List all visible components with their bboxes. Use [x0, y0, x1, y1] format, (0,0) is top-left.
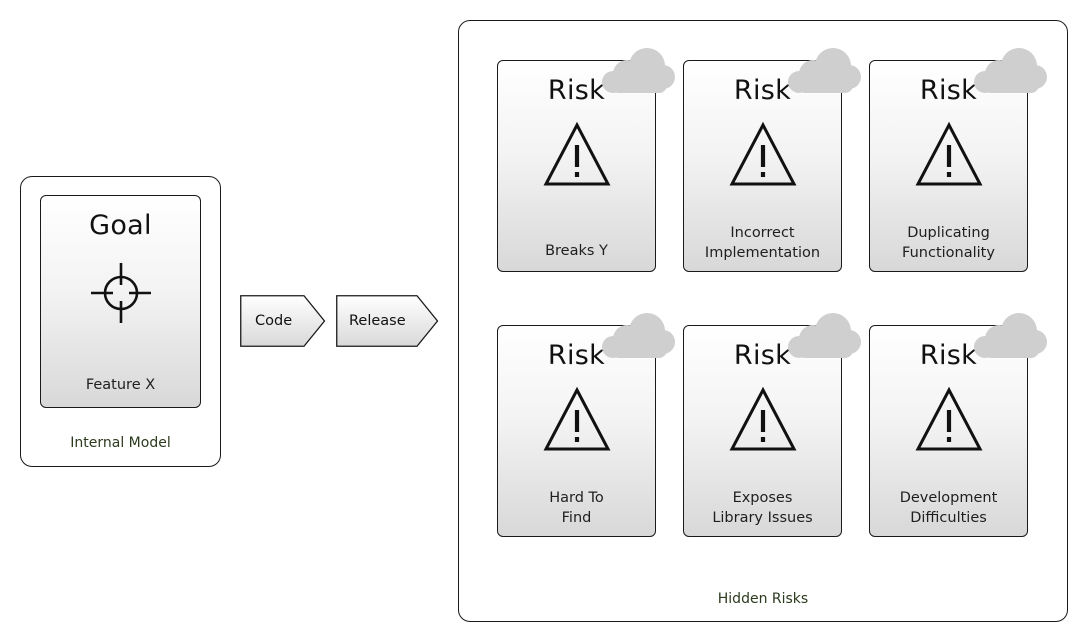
internal-model-panel: Goal Feature X Internal Model	[20, 176, 221, 467]
crosshair-icon	[41, 261, 200, 325]
risk-card-title: Risk	[733, 75, 792, 106]
risk-card-title: Risk	[547, 340, 606, 371]
risk-card-caption: Exposes Library Issues	[712, 490, 813, 526]
cloud-icon	[969, 44, 1049, 100]
risk-card-caption: Incorrect Implementation	[704, 225, 821, 261]
risk-card-caption: Duplicating Functionality	[902, 225, 995, 261]
hidden-risks-label: Hidden Risks	[717, 591, 809, 607]
risk-card-caption: Breaks Y	[545, 243, 608, 259]
cloud-icon	[783, 309, 863, 365]
risk-card-title: Risk	[919, 75, 978, 106]
cloud-icon	[969, 309, 1049, 365]
warning-icon	[684, 386, 841, 452]
goal-card: Goal Feature X	[40, 195, 201, 408]
cloud-icon	[597, 44, 677, 100]
release-step-label: Release	[349, 313, 406, 329]
warning-icon	[498, 386, 655, 452]
warning-icon	[870, 386, 1027, 452]
risk-card-title: Risk	[919, 340, 978, 371]
goal-card-caption: Feature X	[85, 377, 156, 393]
risk-card-caption: Development Difficulties	[899, 490, 998, 526]
code-step-label: Code	[255, 313, 293, 329]
internal-model-label: Internal Model	[70, 435, 171, 451]
risk-card-title: Risk	[733, 340, 792, 371]
warning-icon	[684, 121, 841, 187]
warning-icon	[870, 121, 1027, 187]
release-step: Release	[336, 295, 439, 347]
risk-card-caption: Hard To Find	[549, 490, 604, 526]
cloud-icon	[597, 309, 677, 365]
cloud-icon	[783, 44, 863, 100]
risk-card-title: Risk	[547, 75, 606, 106]
warning-icon	[498, 121, 655, 187]
goal-card-title: Goal	[89, 210, 152, 241]
code-step: Code	[240, 295, 326, 347]
